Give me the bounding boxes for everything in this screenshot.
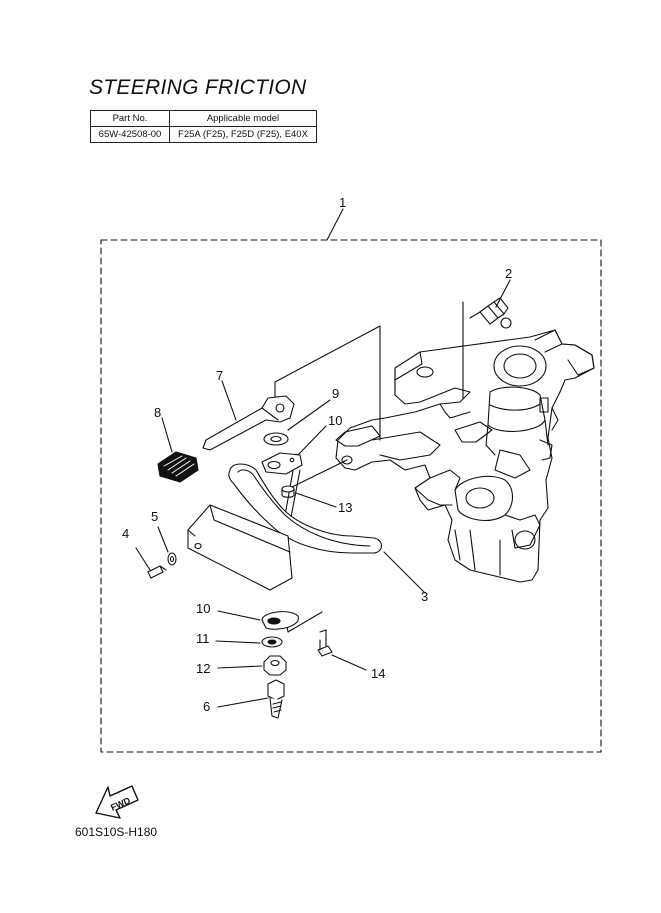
kit-boundary bbox=[100, 239, 602, 753]
bolt-part-4 bbox=[135, 547, 167, 579]
leader-12 bbox=[217, 665, 263, 669]
table-row: 65W-42508-00 F25A (F25), F25D (F25), E40… bbox=[90, 126, 317, 143]
callout-14: 14 bbox=[371, 666, 385, 681]
leader-2 bbox=[495, 279, 511, 308]
callout-13: 13 bbox=[338, 500, 352, 515]
adjust-bolt-part-6 bbox=[267, 679, 285, 719]
leader-8 bbox=[161, 417, 173, 453]
friction-plate-part-7 bbox=[202, 395, 295, 451]
parts-table: Part No. Applicable model 65W-42508-00 F… bbox=[90, 110, 317, 143]
leader-6 bbox=[217, 697, 269, 708]
callout-8: 8 bbox=[154, 405, 161, 420]
leader-14 bbox=[331, 654, 367, 671]
friction-piece-upper-part-10 bbox=[261, 452, 303, 475]
callout-7: 7 bbox=[216, 368, 223, 383]
callout-6: 6 bbox=[203, 699, 210, 714]
page-title: STEERING FRICTION bbox=[89, 76, 307, 99]
friction-band-part-3 bbox=[228, 463, 383, 554]
leader-7 bbox=[221, 380, 237, 421]
leader-10-upper bbox=[297, 425, 327, 456]
leader-1 bbox=[326, 208, 344, 241]
guide-line-7 bbox=[274, 325, 381, 441]
swivel-bracket-housing bbox=[335, 329, 595, 583]
bolt-part-14 bbox=[317, 629, 333, 657]
callout-11: 11 bbox=[196, 631, 210, 646]
callout-3: 3 bbox=[421, 589, 428, 604]
collar-part-13 bbox=[281, 485, 295, 498]
diagram-code: 601S10S-H180 bbox=[75, 825, 158, 839]
leader-10-lower bbox=[217, 610, 261, 621]
leader-3 bbox=[383, 551, 426, 594]
callout-12: 12 bbox=[196, 661, 210, 676]
washer-part-5 bbox=[167, 552, 177, 566]
callout-10-upper: 10 bbox=[328, 413, 342, 428]
washer-part-11 bbox=[261, 636, 283, 648]
friction-piece-lower-part-10 bbox=[261, 611, 299, 630]
nut-part-12 bbox=[263, 655, 287, 676]
bracket-plate bbox=[187, 504, 293, 591]
washer-part-9 bbox=[263, 432, 289, 446]
guide-line-13 bbox=[289, 459, 348, 489]
applicable-model-cell: F25A (F25), F25D (F25), E40X bbox=[169, 126, 317, 143]
callout-2: 2 bbox=[505, 266, 512, 281]
grip-part-8 bbox=[157, 451, 199, 483]
callout-9: 9 bbox=[332, 386, 339, 401]
callout-1: 1 bbox=[339, 195, 346, 210]
leader-4 bbox=[135, 547, 151, 571]
callout-5: 5 bbox=[151, 509, 158, 524]
leader-9 bbox=[287, 399, 331, 431]
callout-4: 4 bbox=[122, 526, 129, 541]
leader-13 bbox=[295, 492, 337, 508]
table-header-row: Part No. Applicable model bbox=[90, 110, 317, 127]
leader-5 bbox=[157, 526, 169, 553]
fwd-arrow-icon bbox=[95, 785, 139, 819]
callout-10-lower: 10 bbox=[196, 601, 210, 616]
grease-nipple-part-2 bbox=[469, 297, 512, 329]
leader-11 bbox=[215, 640, 261, 644]
